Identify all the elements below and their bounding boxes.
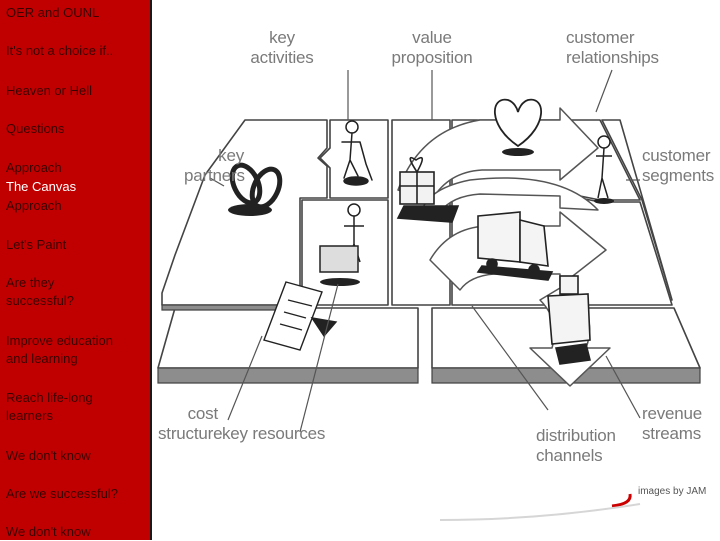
label-value-proposition: value proposition xyxy=(391,28,473,67)
canvas-drawing xyxy=(157,69,701,521)
image-credit: images by JAM xyxy=(638,486,707,497)
board-key-activities xyxy=(319,119,389,199)
label-customer-relationships: customer relationships xyxy=(566,28,659,67)
nav-item-not-a-choice[interactable]: It's not a choice if.. xyxy=(6,43,114,58)
customer-segments-figure xyxy=(594,135,614,204)
nav-item-we-dont-know-1[interactable]: We don't know xyxy=(6,448,91,463)
value-proposition-gift xyxy=(396,156,460,223)
nav-item-improve-education[interactable]: Improve education and learning xyxy=(6,333,113,366)
cost-structure-receipt xyxy=(263,281,338,351)
nav-item-approach-2[interactable]: Approach xyxy=(6,198,62,213)
sidebar-nav: OER and OUNL It's not a choice if.. Heav… xyxy=(0,0,152,540)
nav-item-are-we-successful[interactable]: Are we successful? xyxy=(6,486,118,501)
nav-item-heaven-or-hell[interactable]: Heaven or Hell xyxy=(6,83,92,98)
label-customer-segments: customer segments xyxy=(642,146,715,185)
label-distribution-channels: distribution channels xyxy=(536,426,616,465)
nav-item-we-dont-know-2[interactable]: We don't know xyxy=(6,524,91,539)
customer-relationships-heart xyxy=(494,98,542,156)
revenue-register xyxy=(547,275,591,365)
nav-item-reach-life-long[interactable]: Reach life-long learners xyxy=(6,390,93,423)
channels-truck xyxy=(476,211,554,281)
label-cost-structure: cost structure xyxy=(158,404,223,443)
board-customer-segments xyxy=(601,119,673,301)
key-partners-rings xyxy=(228,162,283,216)
red-accent xyxy=(611,493,632,508)
nav-item-are-they-successful[interactable]: Are they successful? xyxy=(6,275,74,308)
business-model-canvas: key activities value proposition custome… xyxy=(152,0,720,540)
nav-item-lets-paint[interactable]: Let's Paint xyxy=(6,237,67,252)
key-activities-figure xyxy=(341,120,373,186)
nav-item-questions[interactable]: Questions xyxy=(6,121,65,136)
nav-item-oer-and-ounl[interactable]: OER and OUNL xyxy=(6,5,100,20)
nav-item-the-canvas[interactable]: The Canvas xyxy=(6,179,77,194)
nav-item-approach-1[interactable]: Approach xyxy=(6,160,62,175)
key-resources-figure xyxy=(319,203,364,286)
label-key-resources: key resources xyxy=(222,424,326,443)
label-key-partners: key partners xyxy=(184,146,245,185)
label-key-activities: key activities xyxy=(250,28,314,67)
label-revenue-streams: revenue streams xyxy=(642,404,703,443)
